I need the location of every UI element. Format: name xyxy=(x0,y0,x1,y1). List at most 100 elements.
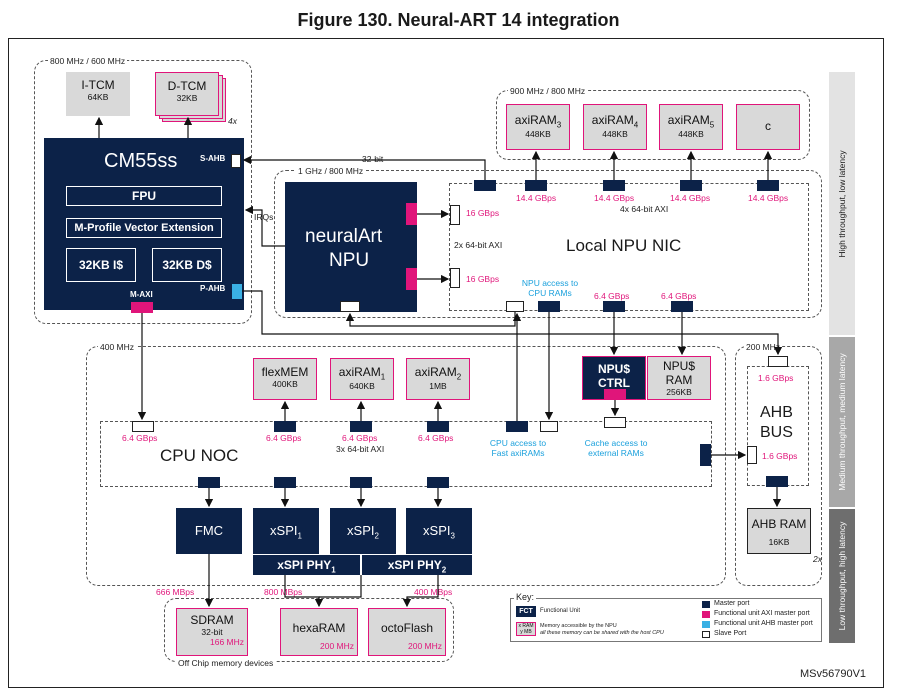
noc-bw-3: 6.4 GBps xyxy=(342,433,378,443)
ahb-ram-block: AHB RAM 16KB xyxy=(747,508,811,554)
npu-cache-ctrl-port xyxy=(604,389,626,400)
key-ahb-master-icon xyxy=(702,621,710,628)
mve-block: M-Profile Vector Extension xyxy=(66,218,222,238)
key-slave-label: Slave Port xyxy=(714,630,747,637)
key-master-label: Master port xyxy=(714,600,750,607)
npu-cache-slave-port xyxy=(604,417,626,428)
bus32-label: 32-bit xyxy=(362,154,384,164)
npu-domain xyxy=(274,170,822,318)
xspi-phy1-block: xSPI PHY1 xyxy=(253,555,360,575)
noc-master-port-ahb xyxy=(700,444,711,466)
axiram-domain-freq: 900 MHz / 800 MHz xyxy=(508,86,588,96)
fpu-block: FPU xyxy=(66,186,222,206)
nic-master-port-axiram3 xyxy=(525,180,547,191)
cache-access-label: Cache access to external RAMs xyxy=(584,438,648,458)
xspi3-block: xSPI3 xyxy=(406,508,472,554)
noc-slave-port-cpu xyxy=(132,421,154,432)
nic-bw-4: 14.4 GBps xyxy=(748,193,789,203)
ext-bw-2: 800 MBps xyxy=(264,587,303,597)
axiram2-block: axiRAM2 1MB xyxy=(406,358,470,400)
npu-bw-1: 16 GBps xyxy=(466,208,500,218)
hexaram-block: hexaRAM 200 MHz xyxy=(280,608,358,656)
key-fct-icon: FCT xyxy=(516,606,536,617)
noc-master-port-axiram2 xyxy=(427,421,449,432)
nic-bw-2: 14.4 GBps xyxy=(594,193,635,203)
key-mem-label-1: Memory accessible by the NPU xyxy=(540,623,617,629)
key-mem-icon: x RAM y MB xyxy=(516,622,536,636)
noc-label: CPU NOC xyxy=(160,446,239,465)
ahb-bw-2: 1.6 GBps xyxy=(762,451,798,461)
nic-bw-3: 14.4 GBps xyxy=(670,193,711,203)
npu-domain-freq: 1 GHz / 800 MHz xyxy=(296,166,366,176)
sidebar-medium: Medium throughput, medium latency xyxy=(829,337,855,507)
noc-master-port-axiram1 xyxy=(350,421,372,432)
axiram-domain xyxy=(496,90,810,160)
nic-master-port-cache xyxy=(603,301,625,312)
noc-bw-1: 6.4 GBps xyxy=(122,433,158,443)
dtcm-block: D-TCM 32KB xyxy=(155,72,219,116)
key-ahb-master-label: Functional unit AHB master port xyxy=(714,620,813,627)
cm55ss-title: CM55ss xyxy=(104,150,178,172)
irqs-label: IRQs xyxy=(254,212,274,222)
axiram3-block: axiRAM3 448KB xyxy=(506,104,570,150)
nic-master-port-c xyxy=(757,180,779,191)
key-title: Key: xyxy=(514,592,537,602)
sidebar-high: High throughput, low latency xyxy=(829,72,855,335)
noc-master-port-xspi2 xyxy=(350,477,372,488)
noc-master-port-xspi1 xyxy=(274,477,296,488)
xspi1-block: xSPI1 xyxy=(253,508,319,554)
noc-slave-port-fast xyxy=(540,421,558,432)
cpu-domain xyxy=(34,60,252,324)
ahb-master-port xyxy=(766,476,788,487)
npu-cache-ram: NPU$ RAM 256KB xyxy=(647,356,711,400)
key-mem-label-2: all these memory can be shared with the … xyxy=(540,630,664,636)
local-npu-nic xyxy=(449,183,809,311)
diagram-frame xyxy=(8,38,884,688)
nic-bw-ram: 6.4 GBps xyxy=(661,291,697,301)
key-master-icon xyxy=(702,601,710,608)
key-fct-label: Functional Unit xyxy=(540,608,581,614)
ext-bw-3: 400 MBps xyxy=(414,587,453,597)
s-ahb-port xyxy=(231,154,241,168)
ahb-bus-label-1: AHB xyxy=(760,404,793,421)
axiram1-block: axiRAM1 640KB xyxy=(330,358,394,400)
nic-master-port-axiram5 xyxy=(680,180,702,191)
flexmem-block: flexMEM 400KB xyxy=(253,358,317,400)
m-axi-port xyxy=(131,302,153,313)
figure-title: Figure 130. Neural-ART 14 integration xyxy=(297,10,620,30)
p-ahb-label: P-AHB xyxy=(200,284,226,293)
ahb-bw-1: 1.6 GBps xyxy=(758,373,794,383)
nic-master-port-cpu-rams xyxy=(538,301,560,312)
nic-master-port-axiram4 xyxy=(603,180,625,191)
nic-label: Local NPU NIC xyxy=(566,236,682,255)
ext-bw-1: 666 MBps xyxy=(156,587,195,597)
m-axi-label: M-AXI xyxy=(130,290,153,299)
noc-domain xyxy=(86,346,726,586)
noc-master-port-flexmem xyxy=(274,421,296,432)
noc-master-port-xspi3 xyxy=(427,477,449,488)
npu-axi-port-2 xyxy=(406,268,417,290)
p-ahb-port xyxy=(232,284,242,299)
axiram-c-block: c xyxy=(736,104,800,150)
nic-slave-port-1 xyxy=(450,205,460,225)
octoflash-block: octoFlash 200 MHz xyxy=(368,608,446,656)
ahb-mult: 2x xyxy=(813,554,822,564)
nic-master-port-32bit xyxy=(474,180,496,191)
npu-name-1: neuralArt xyxy=(305,226,383,247)
itcm-block: I-TCM 64KB xyxy=(66,72,130,116)
nic-master-port-cache-ram xyxy=(671,301,693,312)
dtcm-mult: 4x xyxy=(228,116,237,126)
nic-bw-cache: 6.4 GBps xyxy=(594,291,630,301)
icache-block: 32KB I$ xyxy=(66,248,136,282)
cpu-access-label: CPU access to Fast axiRAMs xyxy=(489,438,547,458)
sidebar-low: Low throughput, high latency xyxy=(829,509,855,643)
npu-access-label: NPU access to CPU RAMs xyxy=(521,278,579,298)
xspi-phy2-block: xSPI PHY2 xyxy=(362,555,472,575)
cpu-noc xyxy=(100,421,712,487)
npu-slave-port xyxy=(340,301,360,312)
ahb-domain-freq: 200 MHz xyxy=(744,342,783,352)
noc-bw-4: 6.4 GBps xyxy=(418,433,454,443)
offchip-domain xyxy=(164,598,454,662)
fmc-block: FMC xyxy=(176,508,242,554)
